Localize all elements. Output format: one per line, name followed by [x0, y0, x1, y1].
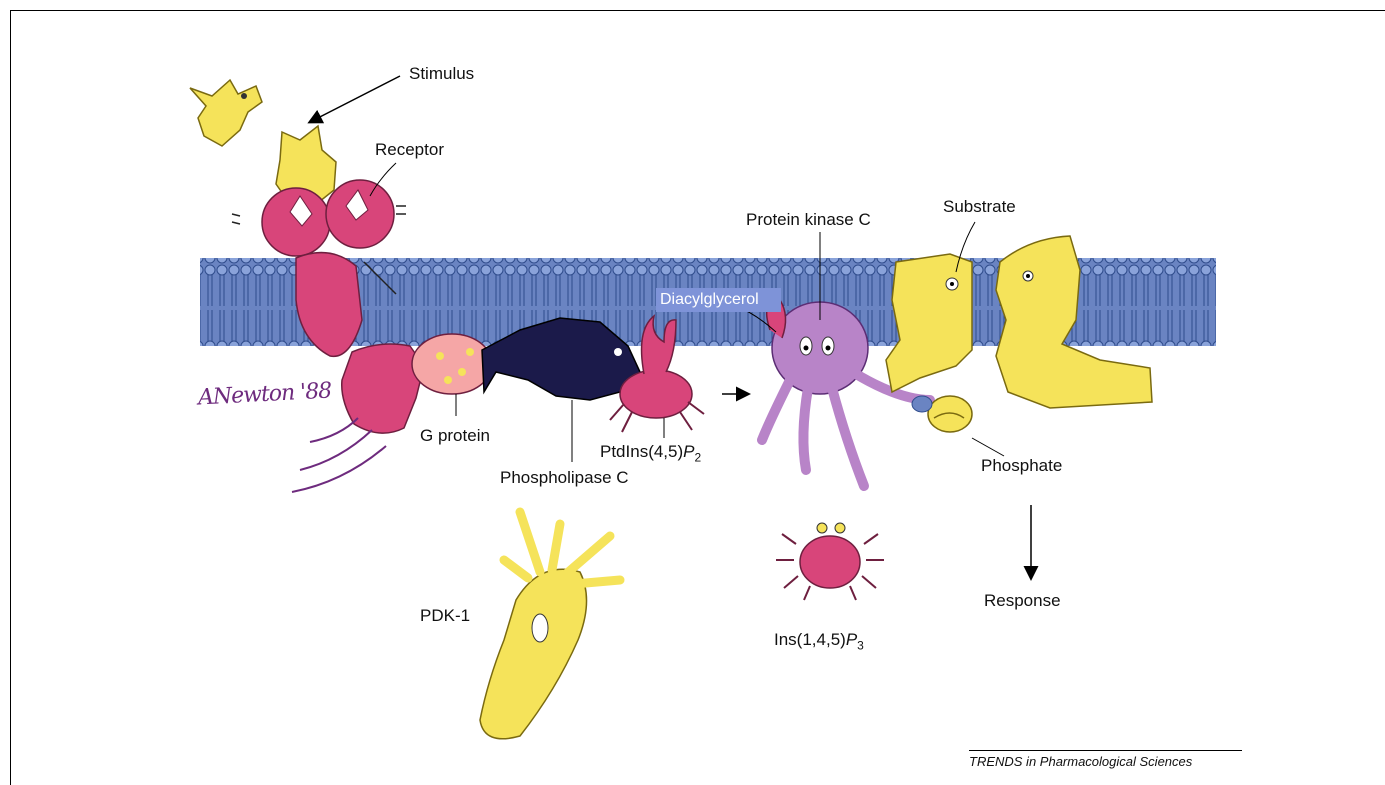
pdk1-squid	[480, 512, 620, 739]
label-ins: Ins(1,4,5)P3	[774, 630, 864, 655]
label-ptdins-p: P	[683, 442, 694, 461]
journal-credit: TRENDS in Pharmacological Sciences	[969, 754, 1192, 769]
stimulus-arrow	[310, 76, 400, 122]
label-stimulus: Stimulus	[409, 64, 474, 84]
phosphate-snail	[912, 396, 972, 432]
label-protein-kinase-c: Protein kinase C	[746, 210, 871, 230]
label-pdk1: PDK-1	[420, 606, 470, 626]
label-receptor: Receptor	[375, 140, 444, 160]
label-substrate: Substrate	[943, 197, 1016, 217]
stimulus-fish	[190, 80, 262, 146]
label-ins-sub: 3	[857, 638, 864, 652]
label-ptdins: PtdIns(4,5)P2	[600, 442, 701, 467]
label-diacylglycerol: Diacylglycerol	[656, 288, 781, 312]
label-phosphate: Phosphate	[981, 456, 1062, 476]
phosphate-leader	[972, 438, 1004, 456]
label-ptdins-sub: 2	[695, 450, 702, 464]
substrate-shape	[886, 254, 972, 392]
label-ins-p: P	[846, 630, 857, 649]
ins-crab	[776, 523, 884, 600]
label-phospholipase-c: Phospholipase C	[500, 468, 629, 488]
receptor-intracellular-claw	[292, 344, 424, 492]
g-protein	[412, 334, 492, 394]
label-g-protein: G protein	[420, 426, 490, 446]
label-ptdins-main: PtdIns(4,5)	[600, 442, 683, 461]
label-response: Response	[984, 591, 1061, 611]
footer-rule	[969, 750, 1242, 751]
label-ins-main: Ins(1,4,5)	[774, 630, 846, 649]
